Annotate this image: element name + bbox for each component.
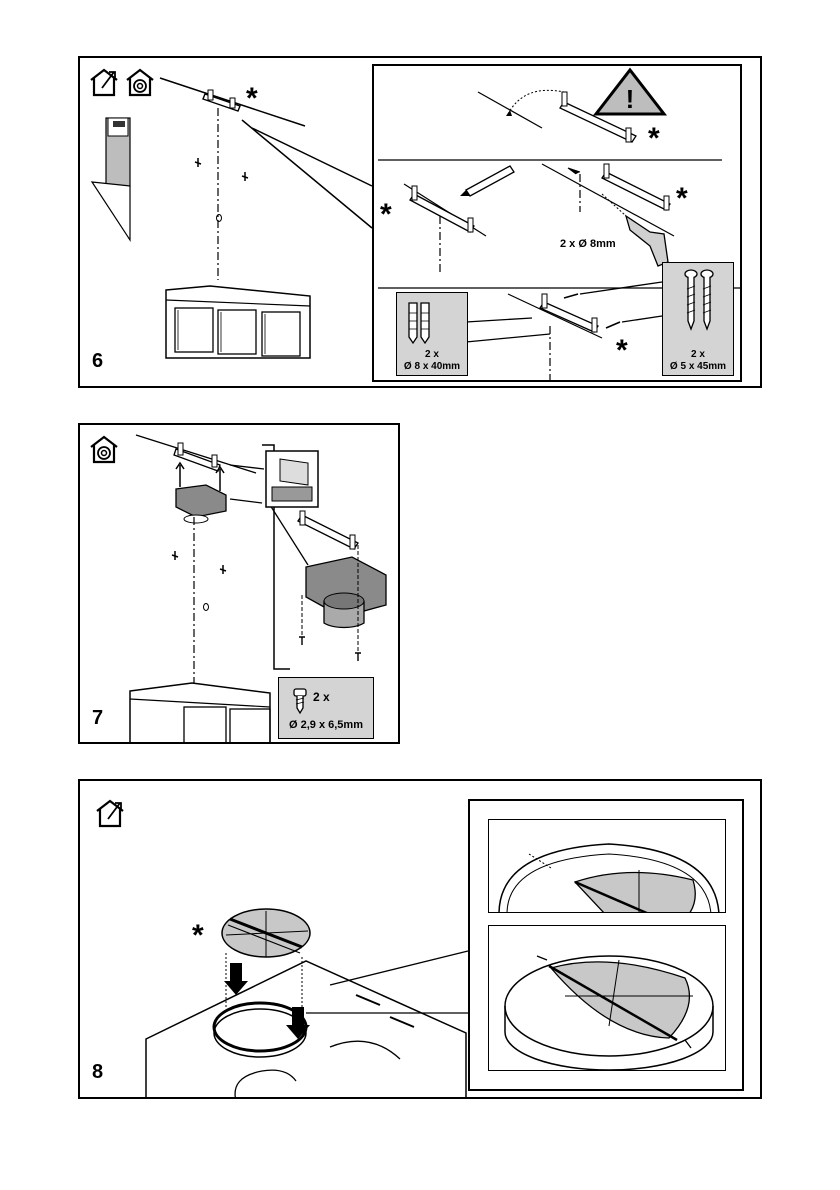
wall-screw-spec-box: 2 x Ø 5 x 45mm [662,262,734,376]
step-6-detail-marker-bottom: * [616,334,628,367]
house-recirculation-icon [90,435,118,464]
drill-size-label: 2 x Ø 8mm [560,238,616,250]
step-8-detail-top [488,819,726,913]
mounting-screw-spec-box: 2 x Ø 2,9 x 6,5mm [278,677,374,739]
wall-plug-size: Ø 8 x 40mm [403,361,461,372]
wall-plug-icon [408,302,430,345]
step-8-number: 8 [92,1061,104,1083]
house-exhaust-icon [96,799,124,828]
house-recirculation-icon [126,68,154,97]
step-6-detail-marker-top: * [648,122,660,155]
step-6-detail-marker-right: * [676,182,688,215]
step-6-detail-drawing: ! [378,67,740,380]
wall-screw-icon [684,269,714,331]
step-6-detail-marker-left: * [380,198,392,231]
wall-plug-count: 2 x [425,349,439,360]
step-6-number: 6 [92,350,104,372]
step-6-panel: * 6 ! [78,56,762,388]
step-7-panel: 7 2 x Ø 2,9 x 6,5mm [78,423,400,744]
step-6-detail-inset: ! [372,64,742,382]
step-8-hood-drawing [145,908,469,1097]
wall-plug-spec-box: 2 x Ø 8 x 40mm [396,292,468,376]
step-8-marker: * [192,919,204,952]
step-8-detail-inset [468,799,744,1091]
step-8-detail-bottom-drawing [504,955,714,1070]
step-6-marker: * [246,82,258,115]
warning-triangle-icon: ! [592,67,668,116]
house-exhaust-icon [90,68,118,97]
mounting-screw-count: 2 x [313,690,330,704]
svg-text:!: ! [626,84,635,114]
step-8-detail-bottom [488,925,726,1071]
step-6-wall-drawing [90,77,373,359]
small-screw-icon [293,688,307,715]
wall-screw-size: Ø 5 x 45mm [669,361,727,372]
step-7-drawing [129,434,387,742]
step-8-detail-top-drawing [498,843,720,912]
step-8-panel: * 8 [78,779,762,1099]
step-7-number: 7 [92,707,104,729]
mounting-screw-size: Ø 2,9 x 6,5mm [289,719,363,731]
wall-screw-count: 2 x [691,349,705,360]
